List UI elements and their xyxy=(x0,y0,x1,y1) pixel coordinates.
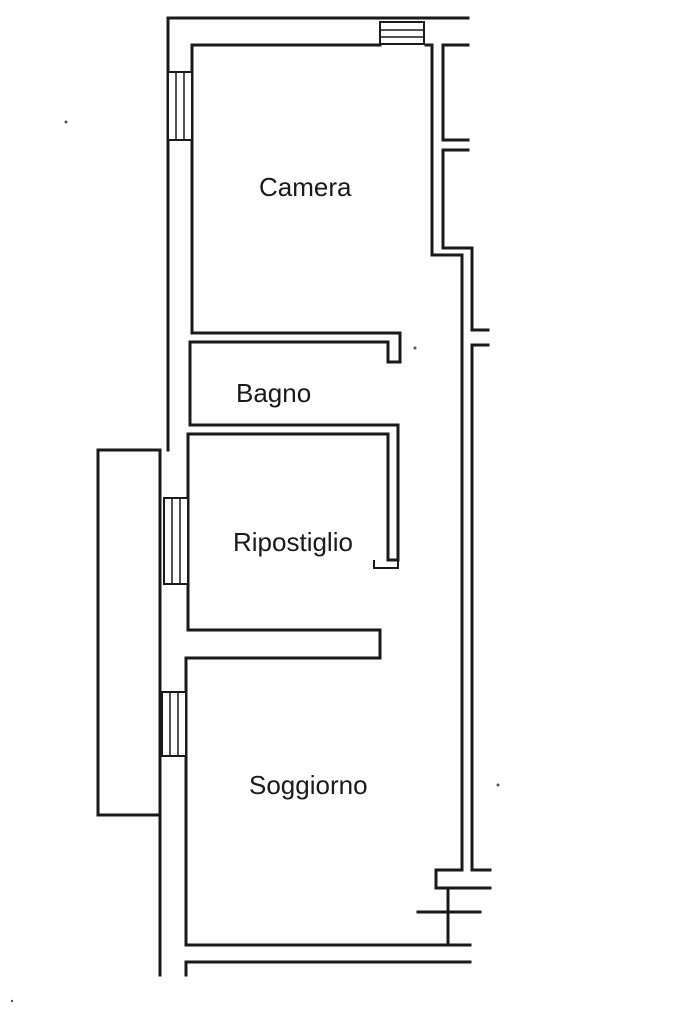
right-outer-wall xyxy=(470,343,490,872)
ripostiglio-hook xyxy=(373,560,399,569)
room-label-camera: Camera xyxy=(259,172,352,202)
lower-right-jog xyxy=(416,868,492,947)
window-camera xyxy=(167,71,193,141)
outer-left-wall xyxy=(158,16,170,977)
bottom-wall xyxy=(184,943,472,977)
bagno-ripostiglio-wall xyxy=(186,423,400,562)
ripostiglio-soggiorno-wall xyxy=(186,628,382,660)
scan-speck xyxy=(64,120,68,124)
room-label-ripostiglio: Ripostiglio xyxy=(233,527,353,557)
camera-bagno-wall xyxy=(190,331,402,364)
room-label-soggiorno: Soggiorno xyxy=(249,770,368,800)
window-ripostiglio xyxy=(163,497,189,585)
scan-speck xyxy=(413,346,417,350)
scan-speck xyxy=(496,783,500,787)
right-upper-wall xyxy=(441,43,490,332)
scan-speck xyxy=(10,999,14,1003)
camera-top-wall xyxy=(190,43,464,872)
balcony-outline xyxy=(96,448,162,817)
room-label-bagno: Bagno xyxy=(236,378,312,408)
window-top xyxy=(379,21,425,45)
window-soggiorno xyxy=(161,691,187,757)
